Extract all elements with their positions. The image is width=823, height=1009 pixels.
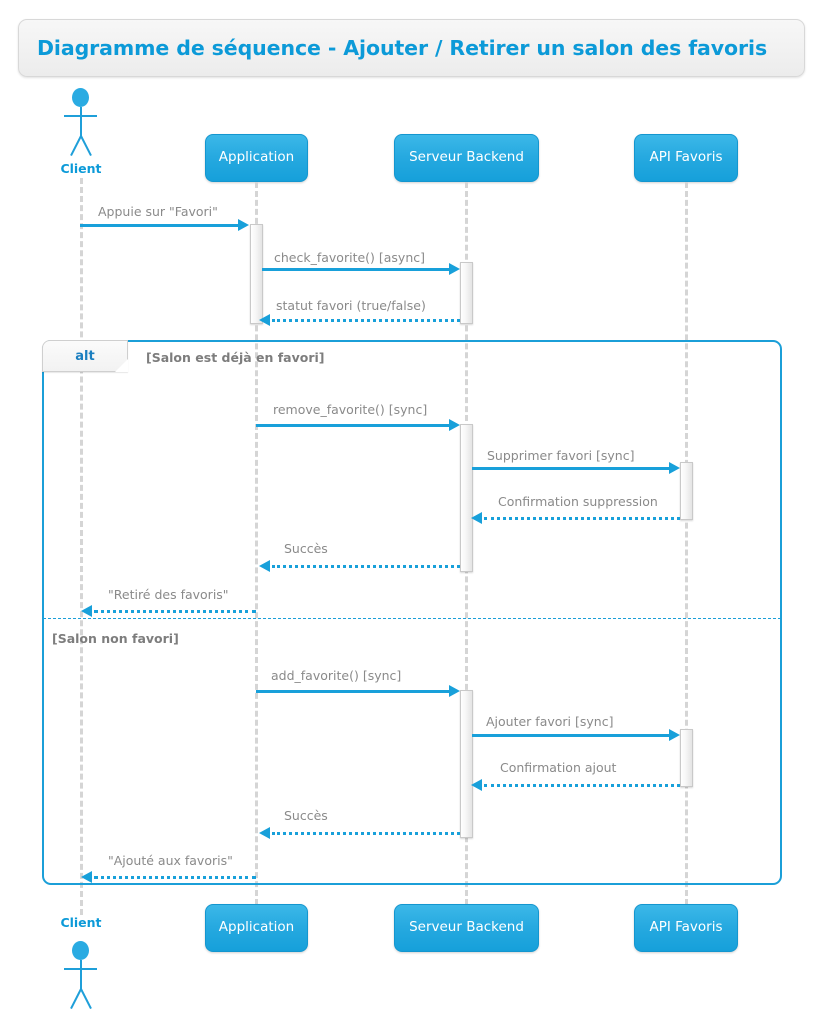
alt-branch-divider xyxy=(43,618,781,619)
message-label-m9: add_favorite() [sync] xyxy=(271,668,402,683)
message-line-m5 xyxy=(472,467,672,470)
message-label-m10: Ajouter favori [sync] xyxy=(486,714,614,729)
message-arrowhead-m4 xyxy=(449,419,460,431)
message-label-m2: check_favorite() [async] xyxy=(274,250,426,265)
participant-label: Serveur Backend xyxy=(409,149,524,166)
message-line-m3 xyxy=(272,319,460,322)
message-label-m7: Succès xyxy=(284,541,328,556)
actor-leg-left-icon xyxy=(70,988,82,1009)
message-arrowhead-m9 xyxy=(449,685,460,697)
message-line-m4 xyxy=(256,424,452,427)
activation-backend-3 xyxy=(460,690,473,838)
message-label-m3: statut favori (true/false) xyxy=(276,298,426,313)
message-arrowhead-m12 xyxy=(259,827,270,839)
participant-label: Application xyxy=(218,149,295,166)
message-line-m6 xyxy=(484,517,680,520)
message-label-m12: Succès xyxy=(284,808,328,823)
message-arrowhead-m5 xyxy=(669,462,680,474)
message-arrowhead-m11 xyxy=(471,779,482,791)
activation-api-1 xyxy=(680,462,693,520)
alt-operator-label: alt xyxy=(75,348,95,364)
alt-fragment-tab: alt xyxy=(42,340,128,372)
participant-backend-bottom[interactable]: Serveur Backend xyxy=(394,904,539,952)
message-arrowhead-m1 xyxy=(238,219,249,231)
actor-leg-left-icon xyxy=(70,135,82,157)
lifeline-client xyxy=(80,178,83,915)
message-arrowhead-m10 xyxy=(669,729,680,741)
message-label-m11: Confirmation ajout xyxy=(500,760,617,775)
actor-arms-icon xyxy=(64,968,97,970)
activation-api-2 xyxy=(680,729,693,787)
message-arrowhead-m2 xyxy=(449,263,460,275)
message-label-m8: "Retiré des favoris" xyxy=(108,587,229,602)
message-line-m11 xyxy=(484,784,680,787)
participant-label: API Favoris xyxy=(649,919,723,936)
actor-arms-icon xyxy=(64,115,97,117)
message-arrowhead-m6 xyxy=(471,512,482,524)
participant-label: API Favoris xyxy=(649,149,723,166)
participant-label: Application xyxy=(218,919,295,936)
actor-label-client-bottom: Client xyxy=(60,915,102,930)
participant-application-bottom[interactable]: Application xyxy=(205,904,308,952)
message-line-m1 xyxy=(80,224,242,227)
actor-leg-right-icon xyxy=(80,988,92,1009)
message-line-m7 xyxy=(272,565,460,568)
message-arrowhead-m13 xyxy=(81,871,92,883)
message-label-m6: Confirmation suppression xyxy=(498,494,658,509)
message-label-m5: Supprimer favori [sync] xyxy=(487,448,635,463)
participant-api-bottom[interactable]: API Favoris xyxy=(634,904,738,952)
alt-branch-2-condition: [Salon non favori] xyxy=(52,631,179,646)
participant-label: Serveur Backend xyxy=(409,919,524,936)
actor-client-bottom xyxy=(63,941,98,1009)
actor-body-icon xyxy=(80,107,82,137)
actor-label-client-top: Client xyxy=(60,161,102,176)
page-title: Diagramme de séquence - Ajouter / Retire… xyxy=(37,36,768,60)
message-arrowhead-m8 xyxy=(81,605,92,617)
lifeline-api xyxy=(685,182,688,905)
message-line-m2 xyxy=(262,268,452,271)
actor-client-top xyxy=(63,88,98,160)
message-line-m13 xyxy=(94,876,256,879)
message-line-m8 xyxy=(94,610,256,613)
message-label-m1: Appuie sur "Favori" xyxy=(98,204,218,219)
actor-head-icon xyxy=(72,941,89,960)
participant-backend-top[interactable]: Serveur Backend xyxy=(394,134,539,182)
actor-leg-right-icon xyxy=(80,135,92,157)
participant-api-top[interactable]: API Favoris xyxy=(634,134,738,182)
participant-application-top[interactable]: Application xyxy=(205,134,308,182)
message-arrowhead-m7 xyxy=(259,560,270,572)
actor-head-icon xyxy=(72,88,89,107)
actor-body-icon xyxy=(80,960,82,990)
message-line-m10 xyxy=(472,734,672,737)
message-line-m9 xyxy=(256,690,452,693)
lifeline-application xyxy=(255,182,258,905)
diagram-title-bar: Diagramme de séquence - Ajouter / Retire… xyxy=(18,19,805,77)
alt-tab-fold-icon xyxy=(115,359,128,372)
message-arrowhead-m3 xyxy=(259,314,270,326)
message-label-m13: "Ajouté aux favoris" xyxy=(108,853,233,868)
message-line-m12 xyxy=(272,832,460,835)
alt-branch-1-condition: [Salon est déjà en favori] xyxy=(146,350,325,365)
alt-fragment-frame xyxy=(42,340,782,885)
activation-application-1 xyxy=(250,224,263,324)
activation-backend-2 xyxy=(460,424,473,572)
message-label-m4: remove_favorite() [sync] xyxy=(273,402,428,417)
activation-backend-1 xyxy=(460,262,473,324)
